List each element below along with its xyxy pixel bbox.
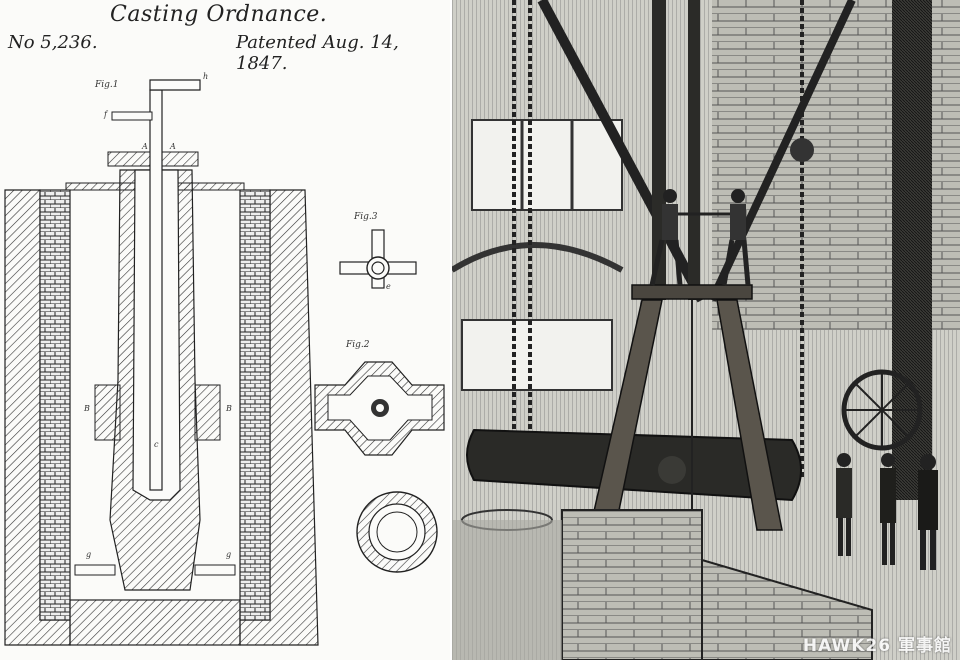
letter-a-top-left: A	[142, 142, 148, 151]
letter-e: e	[386, 282, 391, 291]
standing-workers	[836, 453, 938, 570]
foundry-scene	[452, 0, 960, 660]
casting-pit	[561, 509, 703, 660]
fig-3-cross	[339, 229, 417, 289]
letter-c: c	[154, 440, 159, 449]
fig-3-label: Fig.3	[354, 212, 378, 222]
patent-date: Patented Aug. 14, 1847.	[236, 32, 399, 74]
letter-b-right: B	[226, 404, 232, 413]
workers-on-platform	[649, 189, 751, 286]
fig-1-label: Fig.1	[95, 80, 119, 90]
ring-section	[356, 491, 438, 573]
fig-2-section	[314, 361, 445, 456]
gear-wheel	[841, 369, 923, 451]
left-brick-liner	[39, 189, 71, 621]
patent-number: No 5,236.	[8, 32, 98, 53]
letter-h: h	[203, 72, 209, 81]
patent-title: Casting Ordnance.	[110, 2, 328, 27]
letter-g-left: g	[86, 550, 92, 559]
pit-floor	[69, 599, 241, 646]
core-tube	[149, 89, 163, 491]
letter-f: f	[104, 110, 107, 119]
cannon-barrel	[466, 428, 802, 502]
letter-a-top-right: A	[170, 142, 176, 151]
patent-diagram	[4, 79, 445, 646]
foundry-engraving: HAWK26 軍事館	[452, 0, 960, 660]
letter-b-left: B	[84, 404, 90, 413]
right-brick-liner	[239, 189, 271, 621]
patent-drawing: Casting Ordnance. No 5,236. Patented Aug…	[0, 0, 450, 660]
letter-g-right: g	[226, 550, 232, 559]
watermark: HAWK26 軍事館	[802, 636, 952, 656]
fig-2-label: Fig.2	[346, 340, 370, 350]
